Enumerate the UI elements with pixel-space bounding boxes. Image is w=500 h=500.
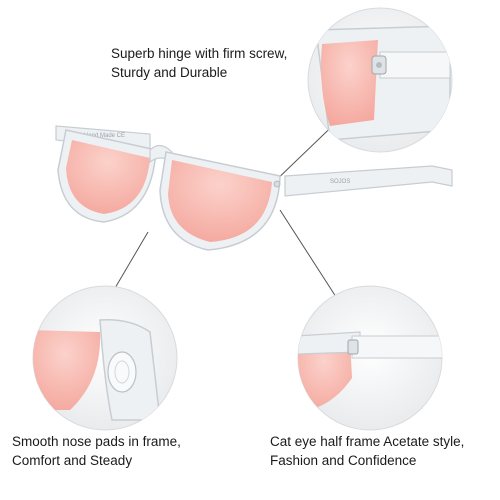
left-lens bbox=[66, 140, 150, 214]
detail-circle-nose-pads bbox=[32, 285, 178, 431]
callout-nose-pads: Smooth nose pads in frame, Comfort and S… bbox=[12, 432, 181, 470]
callout-cat-eye: Cat eye half frame Acetate style, Fashio… bbox=[270, 432, 464, 470]
callout-hinge-line1: Superb hinge with firm screw, bbox=[111, 46, 288, 61]
callout-line-cat-eye bbox=[279, 209, 339, 301]
right-temple-arm bbox=[284, 165, 453, 197]
left-temple-marking: Hand Made CE bbox=[84, 133, 125, 139]
detail-circle-cat-eye bbox=[297, 285, 443, 431]
callout-hinge: Superb hinge with firm screw, Sturdy and… bbox=[111, 44, 287, 82]
callout-cat-line1: Cat eye half frame Acetate style, bbox=[270, 434, 465, 449]
right-lens bbox=[168, 160, 272, 242]
hinge-dot-icon bbox=[273, 180, 281, 188]
detail-circle-hinge bbox=[307, 7, 453, 153]
callout-hinge-line2: Sturdy and Durable bbox=[111, 65, 228, 80]
nose-pad-icon bbox=[107, 351, 137, 393]
callout-nose-line1: Smooth nose pads in frame, bbox=[12, 434, 181, 449]
right-temple-marking: SOJOS bbox=[330, 179, 350, 185]
callout-nose-line2: Comfort and Steady bbox=[12, 453, 133, 468]
callout-cat-line2: Fashion and Confidence bbox=[270, 453, 417, 468]
sunglasses: Hand Made CE SOJOS bbox=[55, 125, 453, 251]
